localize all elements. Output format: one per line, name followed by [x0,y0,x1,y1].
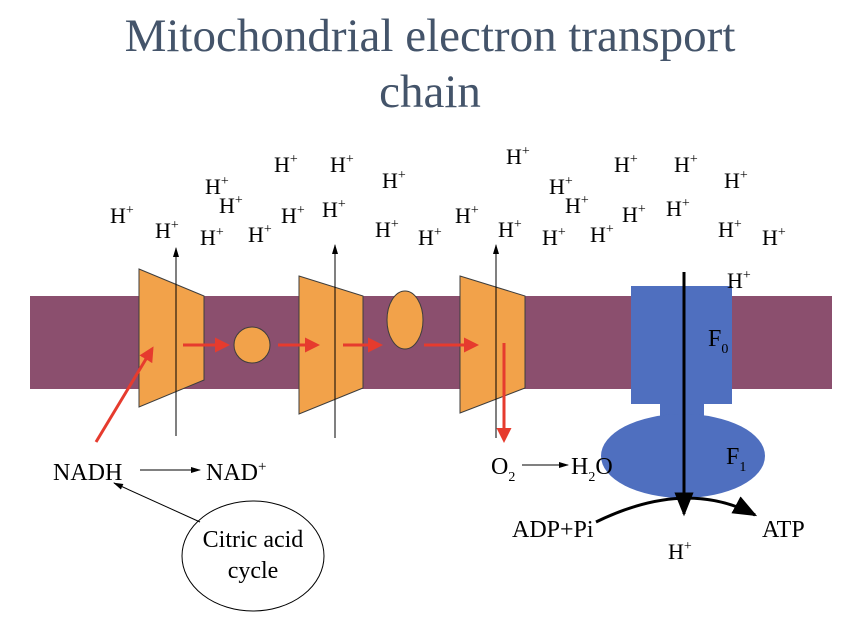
proton-label: H+ [248,222,272,247]
proton-label: H+ [666,196,690,221]
proton-label: H+ [498,217,522,242]
nad-plus-label: NAD+ [206,459,266,486]
adp-pi-label: ADP+Pi [512,517,594,543]
atp-synthase-stalk [660,402,704,416]
atp-label: ATP [762,517,805,543]
cytochrome-c-carrier [386,290,424,350]
proton-label: H+ [375,217,399,242]
proton-label: H+ [330,152,354,177]
proton-label: H+ [565,193,589,218]
f1-label: F1 [726,444,746,475]
complex-1 [138,268,205,408]
proton-label: H+ [549,174,573,199]
proton-label: H+ [155,218,179,243]
citric-acid-cycle-oval [181,500,325,612]
proton-label: H+ [418,225,442,250]
proton-label: H+ [542,225,566,250]
atp-synthesis-arrow [595,496,758,524]
title-line-2: chain [379,66,481,118]
water-label: H2O [571,454,613,485]
proton-label: H+ [762,225,786,250]
proton-label: H+ [219,193,243,218]
oxygen-label: O2 [491,454,515,485]
proton-label: H+ [622,202,646,227]
ubiquinone-carrier [233,326,271,364]
proton-labels: H+H+H+H+H+H+H+H+H+H+H+H+H+H+H+H+H+H+H+H+… [110,144,786,293]
citric-acid-cycle-label-2: cycle [228,558,279,584]
proton-label: H+ [614,152,638,177]
proton-label: H+ [727,268,751,293]
proton-label: H+ [674,152,698,177]
proton-label: H+ [200,225,224,250]
proton-label: H+ [724,168,748,193]
proton-label: H+ [455,203,479,228]
complex-4 [459,275,526,414]
proton-label: H+ [322,197,346,222]
proton-label: H+ [205,174,229,199]
matrix-proton-label: H+ [668,539,692,564]
title-line-1: Mitochondrial electron transport [124,10,736,62]
proton-label: H+ [506,144,530,169]
proton-label: H+ [281,203,305,228]
electron-arrow-nadh [94,346,154,443]
proton-label: H+ [274,152,298,177]
proton-label: H+ [718,217,742,242]
nadh-label: NADH [53,460,122,486]
complex-3 [298,275,364,415]
f0-label: F0 [708,326,728,357]
citric-cycle-arrow [113,482,201,523]
proton-label: H+ [382,168,406,193]
proton-label: H+ [110,203,134,228]
page-title: Mitochondrial electron transport chain [0,8,860,120]
citric-acid-cycle-label-1: Citric acid [203,527,304,553]
atp-synthase-f0 [631,286,732,404]
proton-label: H+ [590,222,614,247]
